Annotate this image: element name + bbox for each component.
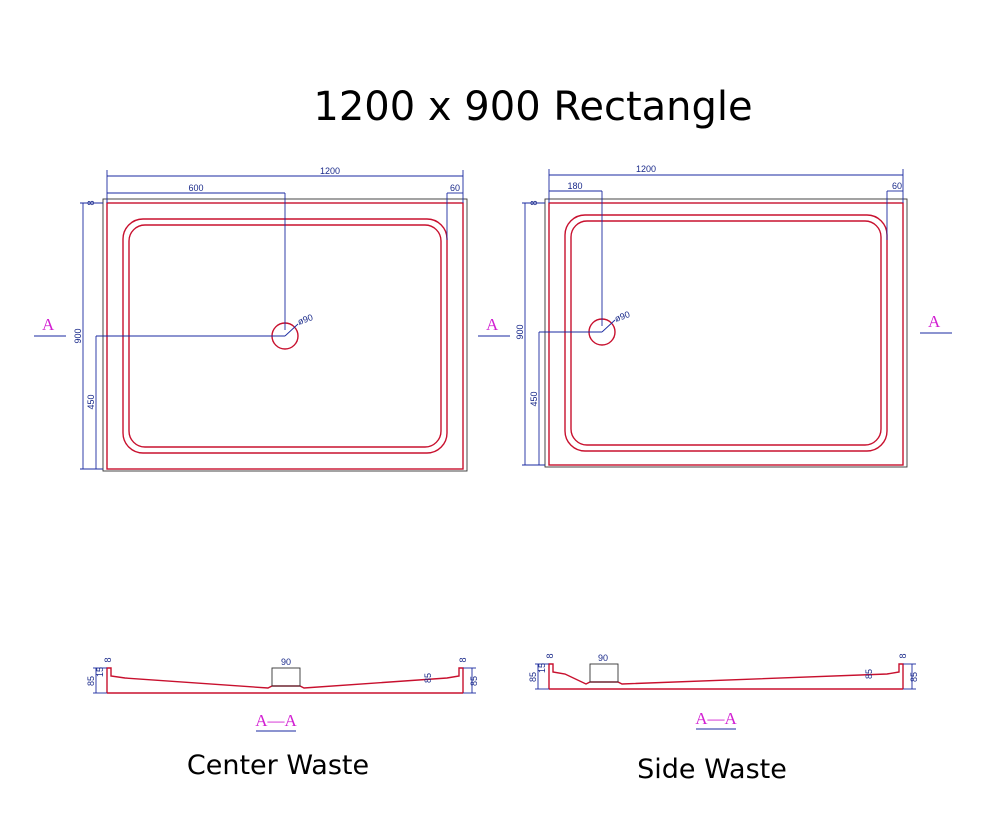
dim-rim: 60 [892, 181, 902, 191]
side-waste-plan: 1200 180 60 900 450 8 ø90 A A [478, 164, 952, 468]
dim-section-height: 85 [528, 672, 538, 682]
dim-waste-x: 600 [188, 183, 203, 193]
caption-side-waste: Side Waste [637, 754, 787, 785]
section-label: A—A [695, 709, 737, 728]
dim-section-edge: 8 [545, 653, 555, 658]
dim-edge: 8 [86, 200, 96, 205]
center-waste-section: 85 85 90 8 15 8 85 A—A [86, 657, 479, 732]
dim-section-waste: 90 [598, 653, 608, 663]
section-marker-left: A [486, 315, 499, 334]
dim-section-edge-right: 8 [898, 653, 908, 658]
dim-waste-y: 450 [86, 394, 96, 409]
section-marker-left: A [42, 315, 55, 334]
dim-rim: 60 [450, 183, 460, 193]
section-label: A—A [255, 711, 297, 730]
side-waste-section: 85 85 90 8 15 8 85 A—A [528, 653, 919, 730]
dim-section-height-right: 85 [909, 672, 919, 682]
center-waste-plan: 1200 600 60 900 450 8 ø90 A [34, 166, 468, 472]
dim-section-height-right: 85 [469, 676, 479, 686]
dim-section-height: 85 [86, 676, 96, 686]
dim-section-edge-right: 8 [458, 657, 468, 662]
dim-total-width: 1200 [636, 164, 656, 174]
dim-section-inner: 85 [864, 669, 874, 679]
caption-center-waste: Center Waste [187, 750, 369, 781]
dim-total-height: 900 [515, 324, 525, 339]
page-title: 1200 x 900 Rectangle [313, 84, 752, 130]
dim-edge: 8 [529, 200, 539, 205]
dim-total-height: 900 [73, 328, 83, 343]
dim-section-lip: 15 [537, 663, 547, 673]
dim-section-waste: 90 [281, 657, 291, 667]
dim-waste-x: 180 [567, 181, 582, 191]
dim-section-inner: 85 [423, 673, 433, 683]
dim-section-edge: 8 [103, 657, 113, 662]
dim-total-width: 1200 [320, 166, 340, 176]
dim-section-lip: 15 [95, 667, 105, 677]
dim-waste-diameter: ø90 [296, 312, 314, 327]
dim-waste-y: 450 [529, 391, 539, 406]
section-marker-right: A [928, 312, 941, 331]
dim-waste-diameter: ø90 [613, 309, 631, 324]
